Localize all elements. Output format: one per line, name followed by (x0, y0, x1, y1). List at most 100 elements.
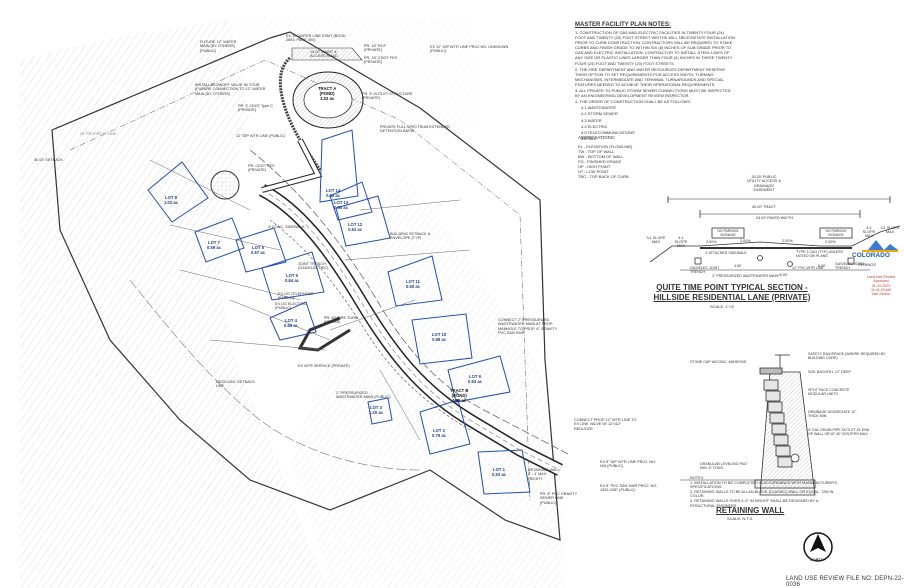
section-wastewater: 2" PRESSURIZED WASTEWATER MAIN (712, 274, 779, 278)
rw-notes: NOTES: 1. INSTALLATION TO BE COMPLETED I… (690, 476, 838, 508)
colorado-springs-logo-icon (868, 240, 898, 250)
plan-label: EX 10' WATER LINE ESMT (BOOK 2853, PAGE … (286, 34, 346, 43)
plan-label: RETAINING WALL 2' - 4' MAX HEIGHT (528, 468, 560, 481)
section-no-parking-left: NO PARKING SIGNAGE (717, 229, 739, 237)
wastewater-line (269, 219, 471, 431)
retaining-wall-scale: SCALE: N.T.S. (727, 516, 754, 521)
rw-callout: SPLIT FACE CONCRETE MODULAR UNITS (808, 388, 850, 397)
lot-4-envelope (269, 301, 317, 341)
cul-de-sac (210, 170, 240, 200)
notes-list: 1. CONSTRUCTION OF GAS AND ELECTRIC FACI… (575, 30, 735, 142)
section-dim: 10.00' (778, 273, 788, 277)
note-item: 3. ALL PRIVATE TO PUBLIC STORM SEWER CON… (575, 88, 731, 99)
section-grade: 2.00% (825, 240, 836, 244)
property-boundary-inner (69, 59, 531, 501)
plan-label: CONNECT 2" PRESSURIZED WASTEWATER MAIN A… (498, 318, 558, 336)
section-grade: 2.00% (782, 239, 793, 243)
plan-label: EX 8" DIP WTR LINE PROJ. NO: N/A (PUBLIC… (600, 460, 657, 469)
section-grade: 2.00% (706, 240, 717, 244)
note-item: 4. THE ORDER OF CONSTRUCTION SHALL BE AS… (575, 99, 692, 105)
file-number-footer: LAND USE REVIEW FILE NO: DEPN-22-0036 (786, 576, 904, 588)
lot-6-envelope (235, 227, 287, 273)
plan-label: EX 12" DIP WTR LINE PROJ NO. UNKNOWN (PU… (430, 45, 509, 54)
access-road (279, 56, 322, 171)
section-title: QUITE TIME POINT TYPICAL SECTION -HILLSI… (653, 283, 811, 302)
lot-lines (149, 159, 471, 441)
terrain-west (20, 20, 330, 588)
rw-callout: SOIL BACKFILL 12" DEEP (808, 370, 851, 374)
lot-12-envelope (335, 195, 391, 247)
section-slope-right: 4:1 SLOPE MAX (862, 226, 876, 238)
plan-label: PR. 18" RCP (PRIVATE) (364, 44, 386, 53)
section-right-trench: GAS/ELEC JOINT TRENCH (835, 262, 865, 271)
plan-label: PR. 18" CDOT FES (PRIVATE) (364, 56, 398, 65)
abbreviation-item: FG - FINISHED GRADE (578, 159, 622, 164)
section-grade: 2.00% (740, 239, 751, 243)
abbreviation-item: BW - BOTTOM OF WALL (578, 154, 624, 159)
lot-3-envelope (367, 397, 393, 425)
lot-14-envelope (319, 129, 359, 203)
abbreviation-item: TBC - TOP BACK OF CURB (578, 174, 629, 179)
plan-label: 15.00' MAINT & ACCESS ROAD (310, 50, 338, 59)
abbreviation-item: HP - HIGH POINT (578, 164, 611, 169)
lot-2-envelope (419, 399, 471, 455)
plan-label: 12" DIP WTR LINE (PUBLIC) (236, 134, 286, 138)
plan-label: PR. 8" PVC GRAVITY SEWER LINE (PUBLIC) (540, 492, 578, 505)
lot-7-envelope (194, 217, 245, 263)
colorado-springs-logo-sub: SPRINGS (858, 262, 877, 267)
plan-label: BUILDING SETBACK & ENVELOPE (TYP) (390, 232, 431, 241)
section-sidewalk: 4' ATTACHED SIDEWALK (705, 251, 747, 255)
lot-10-envelope (411, 313, 473, 365)
plan-label: EX WTR SERVICE (PRIVATE) (298, 364, 350, 368)
lot-9-envelope (447, 355, 511, 403)
plan-label: PRIVATE FULL SPECTRUM EXTENDED DETENTION… (380, 125, 450, 134)
typical-section (649, 196, 901, 271)
section-dim: 4.50' (734, 264, 742, 268)
north-arrow (803, 532, 833, 562)
notes-title: MASTER FACILITY PLAN NOTES: (575, 22, 671, 28)
section-slope-left: 4:1 SLOPE MAX (674, 236, 688, 248)
plan-label: PR. 50' FIRE TURN AROUND (324, 316, 358, 325)
lot-1-envelope (477, 449, 531, 495)
colorado-springs-logo: COLORADO (852, 252, 890, 259)
plan-label: INSTALL BLOWOFF VALVE W/ STUB (FUTURE CO… (195, 83, 266, 96)
rw-callout: SAFETY RAIL/FENCE (WHERE REQUIRED BY BUI… (808, 352, 886, 361)
section-slope-outer-right: 3:1 SLOPE MAX (880, 226, 900, 234)
terrain-east (290, 170, 565, 588)
note-item: 4.3 WATER (581, 117, 602, 123)
water-line (249, 149, 571, 456)
rw-callout: STONE CAP W/CONC. ADHESIVE (690, 360, 747, 364)
lot-11-envelope (387, 255, 443, 307)
note-item: 1. CONSTRUCTION OF GAS AND ELECTRIC FACI… (575, 30, 735, 66)
plan-label: EX UG ELECTRIC (PUBLIC) (275, 302, 307, 311)
tract-a-label: TRACT A(POND)1.02 ac (318, 86, 337, 101)
plan-label: 20' PROPERTY LINE (80, 132, 117, 136)
section-easement: 30.00' PUBLIC UTILITY ACCESS & DRAINAGE … (746, 175, 782, 193)
section-dim: 6.00' (818, 264, 826, 268)
rw-callout: DRAINAGE AGGREGATE 12" THICK MIN. (808, 410, 857, 419)
lot-8-envelope (147, 161, 209, 223)
note-item: 4.5 TELECOMMUNICATIONS (581, 129, 635, 135)
plan-label: 4' CONC. SIDEWALK (268, 225, 305, 229)
section-paved-width: 24.00' PAVED WIDTH (756, 216, 794, 220)
plan-label: EX 8" PVC SAN SWR PROJ. NO: 1992-0387 (P… (600, 484, 658, 493)
north-label: NORTH (810, 558, 824, 562)
section-scale: SCALE: 1"=5' (710, 304, 735, 309)
plan-label: PR. 5' OUTLET STRUCTURE (PRIVATE) (362, 92, 413, 101)
rw-callout: 4" DIA. DRAIN PIPE OUTLET AT END OF WALL… (808, 428, 870, 437)
note-item: 4.4 ELECTRIC (581, 123, 608, 129)
terrain-north (230, 16, 480, 132)
abbreviation-item: EL - ELEVATION (FLOWLINE) (578, 144, 633, 149)
